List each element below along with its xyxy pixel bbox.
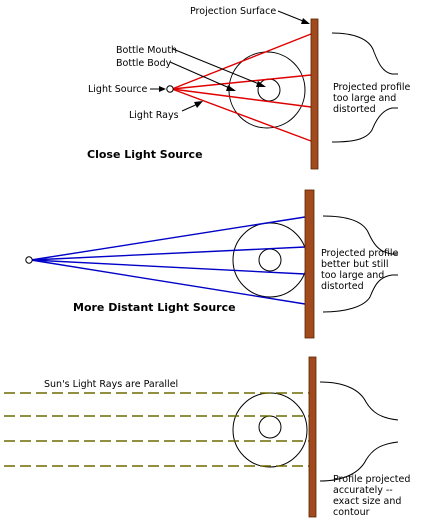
label-bottle-mouth: Bottle Mouth: [116, 45, 177, 56]
panel-parallel-sun-rays: Sun's Light Rays are Parallel Profile pr…: [4, 356, 413, 518]
light-source-icon: [25, 256, 33, 264]
note-line: contour: [333, 507, 370, 518]
note-line: accurately --: [333, 485, 393, 496]
light-ray: [30, 246, 306, 261]
arrowhead-projection-surface: [301, 18, 310, 24]
bottle-body-circle: [232, 222, 308, 298]
light-ray: [171, 88, 312, 142]
arrowhead-light-source: [159, 86, 166, 92]
label-sun-rays-parallel: Sun's Light Rays are Parallel: [44, 379, 178, 390]
note-profile-accurate: Profile projected accurately -- exact si…: [333, 474, 413, 518]
label-bottle-body: Bottle Body: [116, 58, 172, 69]
panel-close-light-source: Projection Surface Bottle Mouth Bottle B…: [87, 6, 413, 170]
leader-arrowheads: [159, 18, 310, 108]
projected-profile-outline: [331, 32, 398, 143]
label-light-rays: Light Rays: [129, 110, 179, 121]
bottle-mouth-circle: [258, 415, 282, 439]
note-profile-close: Projected profile too large and distorte…: [333, 82, 413, 115]
label-projection-surface: Projection Surface: [190, 6, 276, 17]
projected-profile-outline: [319, 381, 399, 482]
note-line: distorted: [333, 104, 376, 115]
label-light-source: Light Source: [88, 84, 148, 95]
note-line: better but still: [321, 259, 388, 270]
projected-profile-outline: [322, 215, 398, 313]
parallel-sun-rays: [4, 392, 309, 467]
projection-surface: [304, 189, 315, 339]
note-line: Projected profile: [333, 82, 411, 93]
caption-distant-light-source: More Distant Light Source: [73, 301, 236, 314]
bottle-body-circle: [228, 51, 306, 129]
blue-light-rays: [30, 216, 306, 305]
note-line: too large and: [333, 93, 396, 104]
arrowhead-light-rays: [194, 101, 203, 108]
projection-surface: [310, 18, 319, 170]
light-ray: [30, 259, 306, 275]
light-ray: [30, 216, 306, 261]
light-ray: [171, 88, 312, 108]
leader-bottle-body: [169, 61, 235, 91]
light-source-icon: [166, 85, 174, 93]
panel-distant-light-source: More Distant Light Source Projected prof…: [25, 189, 401, 339]
light-ray: [171, 33, 312, 90]
leader-bottle-mouth: [172, 48, 265, 87]
bottle-mouth-circle: [258, 248, 282, 272]
bottle-body-circle: [232, 392, 308, 468]
red-light-rays: [171, 33, 312, 142]
note-line: Projected profile: [321, 248, 399, 259]
note-line: exact size and: [333, 496, 401, 507]
arrowhead-bottle-body: [226, 85, 236, 91]
light-ray: [171, 74, 312, 90]
note-line: distorted: [321, 281, 364, 292]
light-ray: [30, 259, 306, 305]
bottle-mouth-circle: [257, 78, 281, 102]
note-line: Profile projected: [333, 474, 410, 485]
arrowhead-bottle-mouth: [256, 81, 266, 87]
note-line: too large and: [321, 270, 384, 281]
projection-surface: [308, 356, 317, 518]
caption-close-light-source: Close Light Source: [87, 148, 203, 161]
note-profile-distant: Projected profile better but still too l…: [321, 248, 401, 292]
